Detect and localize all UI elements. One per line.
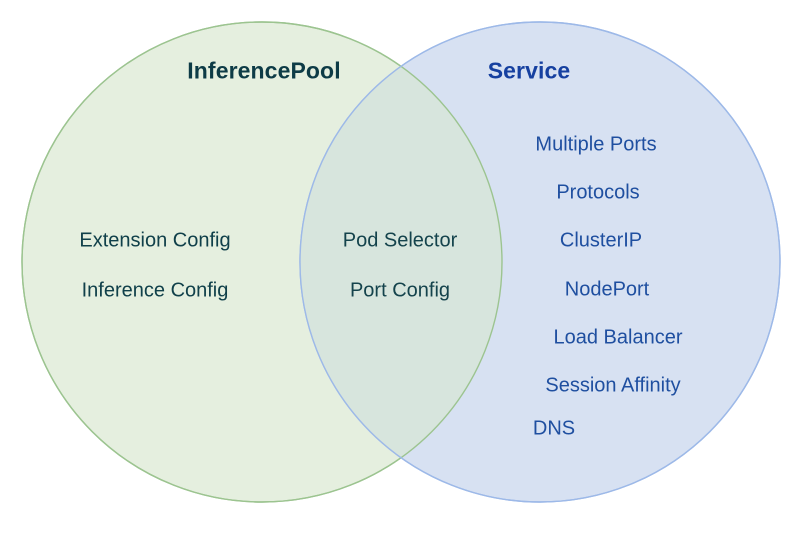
left-set-item: Extension Config	[79, 229, 231, 252]
right-set-item: Session Affinity	[545, 374, 681, 397]
right-set-item: NodePort	[564, 278, 650, 301]
left-set-title: InferencePool	[187, 57, 341, 84]
intersection-item: Port Config	[349, 279, 451, 302]
intersection-item: Pod Selector	[342, 229, 458, 252]
left-set-outline	[21, 21, 503, 503]
right-set-item: Multiple Ports	[535, 133, 657, 156]
right-set-title: Service	[487, 57, 571, 84]
right-set-outline	[299, 21, 781, 503]
intersection-region	[300, 22, 502, 502]
right-set-item: Load Balancer	[553, 326, 683, 349]
right-set-item: ClusterIP	[559, 229, 643, 252]
right-set-item: Protocols	[556, 181, 640, 204]
right-set-item: DNS	[532, 417, 576, 440]
left-set-item: Inference Config	[81, 279, 229, 302]
